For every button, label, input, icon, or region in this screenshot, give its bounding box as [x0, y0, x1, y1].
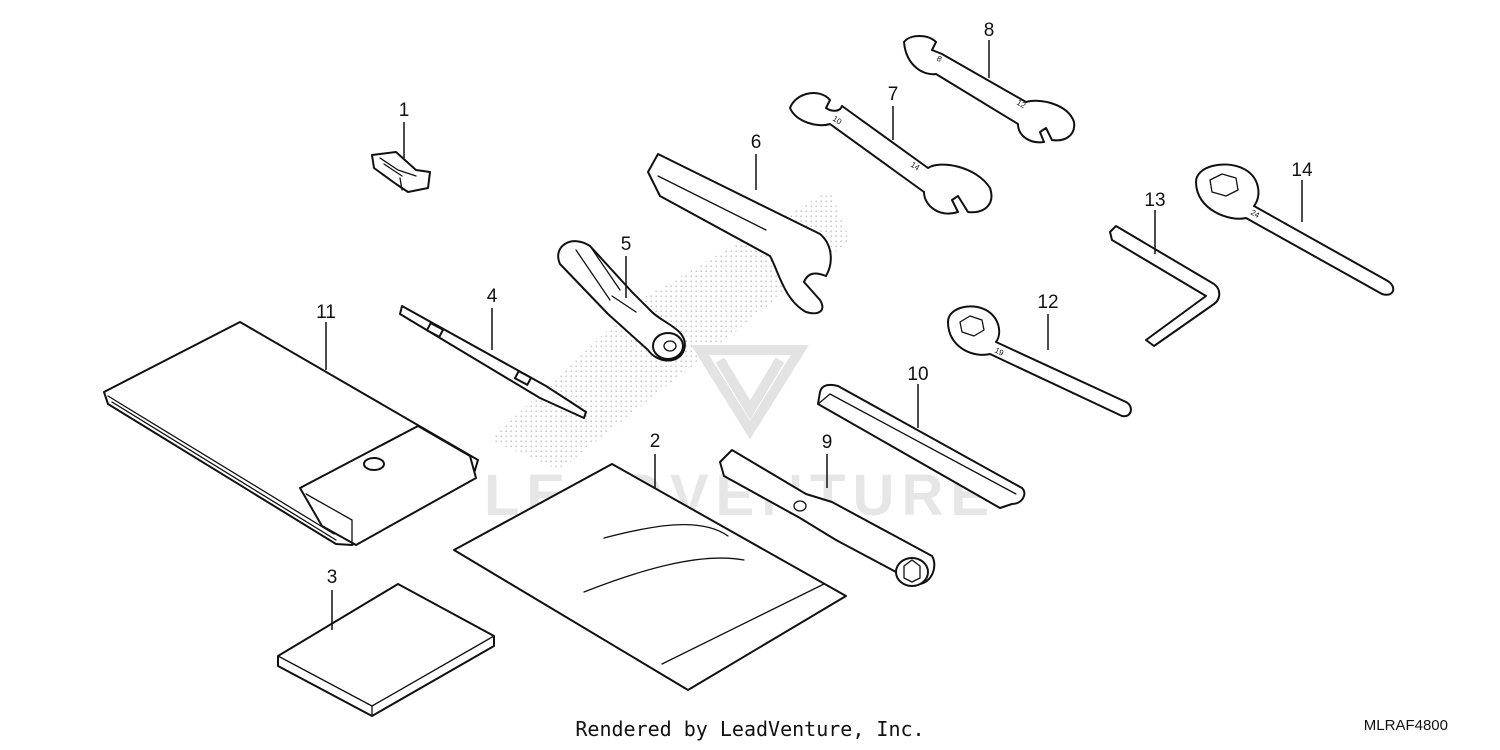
- part-9-spark-plug-socket[interactable]: [719, 449, 936, 587]
- part-7-wrench[interactable]: 10 14: [789, 92, 993, 215]
- callout-7: 7: [888, 84, 899, 105]
- callout-4: 4: [487, 286, 498, 307]
- part-8-wrench[interactable]: 8 12: [903, 35, 1076, 144]
- callout-2: 2: [650, 431, 661, 452]
- callout-9: 9: [822, 432, 833, 453]
- callout-numbers: 1 2 3 4 5 6 7 8 9 10 11 12 13 14: [316, 20, 1313, 588]
- callout-1: 1: [399, 100, 410, 121]
- callout-14: 14: [1291, 160, 1313, 181]
- diagram-code: MLRAF4800: [1363, 717, 1448, 734]
- callout-10: 10: [907, 364, 928, 385]
- wrench-12-size: 19: [993, 346, 1005, 358]
- callout-11: 11: [316, 302, 336, 323]
- callout-12: 12: [1037, 292, 1058, 313]
- wrench-8-size-small: 8: [935, 54, 944, 64]
- callout-8: 8: [984, 20, 995, 41]
- callout-3: 3: [327, 567, 338, 588]
- part-4-screwdriver-bit[interactable]: [399, 305, 587, 419]
- part-2-bag[interactable]: [453, 463, 847, 691]
- footer-credit: Rendered by LeadVenture, Inc.: [575, 717, 925, 741]
- callout-13: 13: [1144, 190, 1165, 211]
- part-6-spanner[interactable]: [647, 153, 832, 315]
- part-12-ring-wrench[interactable]: 19: [947, 305, 1132, 418]
- part-5-screwdriver-handle[interactable]: [557, 240, 686, 362]
- callout-5: 5: [621, 234, 632, 255]
- part-14-ring-wrench[interactable]: 24: [1195, 163, 1395, 296]
- part-11-tool-pouch[interactable]: [103, 321, 479, 546]
- part-3-manual[interactable]: [277, 583, 495, 717]
- part-1-clip[interactable]: [371, 151, 431, 193]
- part-13-hex-key[interactable]: [1109, 225, 1221, 347]
- callout-6: 6: [751, 132, 762, 153]
- leader-lines: [325, 40, 1303, 630]
- part-10-flat-bar[interactable]: [817, 383, 1026, 509]
